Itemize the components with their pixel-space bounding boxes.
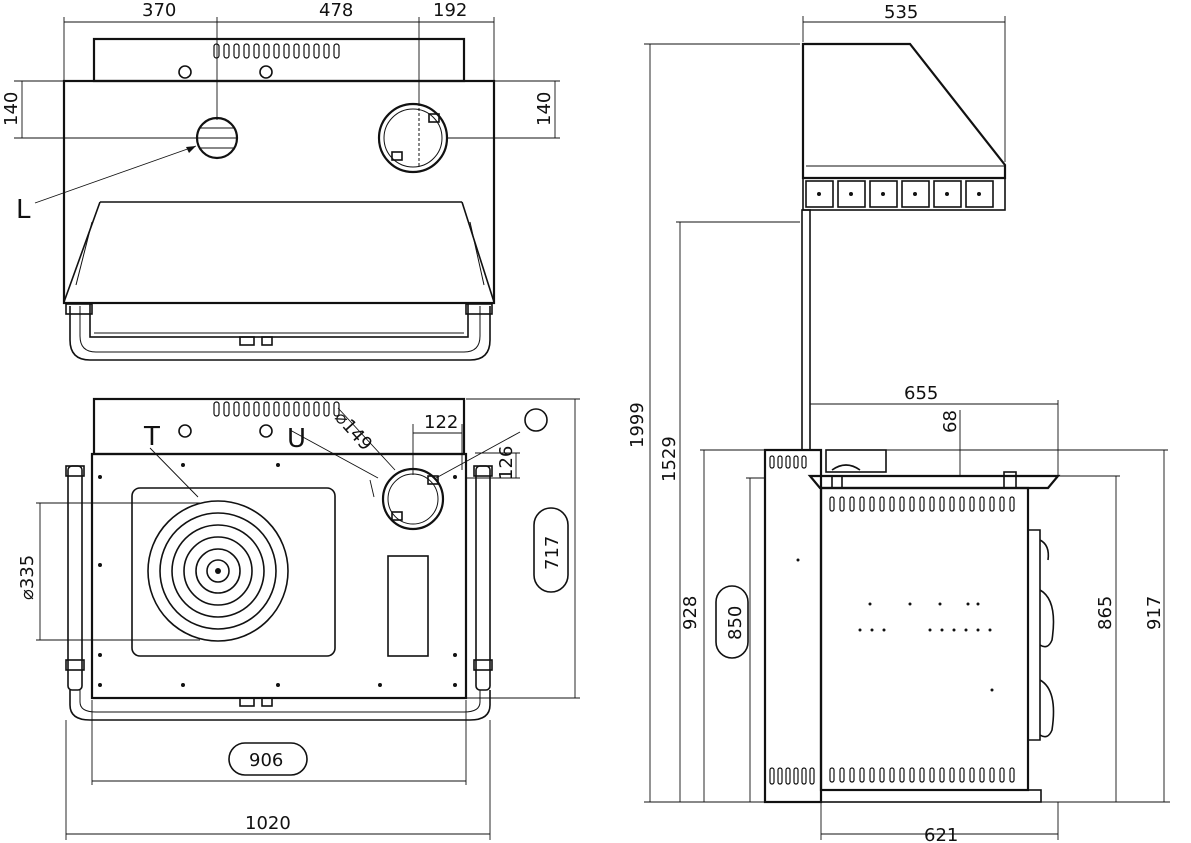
flue-outlet-right [377, 102, 449, 174]
rear-slots-top [769, 455, 815, 785]
badge-717 [533, 507, 569, 593]
side-cooktop-edge [807, 474, 1061, 490]
control-panel-slot [387, 555, 429, 657]
top-vent-slots [213, 43, 340, 59]
hood-filter-rack [802, 177, 1006, 211]
dim-149: ⌀149 [330, 407, 376, 455]
dim-655: 655 [904, 383, 938, 404]
dim-917: 917 [1144, 596, 1165, 630]
front-rail [65, 302, 493, 361]
body-dots [796, 558, 994, 692]
top-view: 370 478 192 140 140 L [1, 0, 560, 361]
dim-left-140: 140 [1, 92, 22, 126]
callout-u: U [287, 424, 306, 454]
callout-t: T [143, 422, 160, 452]
side-base [820, 789, 1042, 803]
hotplate-panel [131, 487, 336, 657]
dim-68: 68 [940, 410, 961, 433]
side-flue-box [825, 449, 887, 473]
dim-850: 850 [725, 606, 746, 640]
dim-906: 906 [249, 750, 283, 771]
dim-717: 717 [542, 536, 563, 570]
side-dimensions [644, 16, 1170, 840]
plan-view: ⌀335 ⌀149 122 126 717 906 1020 T U [17, 397, 580, 840]
dim-top-478: 478 [319, 0, 353, 21]
dim-126: 126 [496, 446, 517, 480]
plan-dimensions [36, 398, 580, 840]
top-dimensions [14, 17, 560, 204]
hood-filter-cells [805, 180, 994, 208]
callout-l: L [16, 195, 31, 225]
callout-o-circle [524, 408, 548, 432]
plan-dots [98, 463, 457, 687]
dim-right-140: 140 [534, 92, 555, 126]
side-view: 535 1999 1529 655 68 928 850 865 917 621 [627, 2, 1170, 843]
plan-cooktop [90, 452, 468, 700]
plan-flue-outlet [381, 467, 445, 531]
dim-1999: 1999 [627, 402, 648, 448]
dim-1529: 1529 [659, 436, 680, 482]
side-door-handles [1028, 529, 1055, 741]
dim-1020: 1020 [245, 813, 291, 834]
badge-850 [715, 585, 749, 659]
hotplate-rings [147, 500, 289, 642]
dim-top-192: 192 [433, 0, 467, 21]
dim-621: 621 [924, 825, 958, 843]
dim-335: ⌀335 [17, 555, 38, 600]
plan-vent-slots [213, 401, 340, 417]
side-rear-block [763, 448, 823, 804]
badge-906 [228, 742, 308, 776]
dim-top-370: 370 [142, 0, 176, 21]
side-hood [801, 42, 1007, 180]
side-main-body [819, 486, 1030, 792]
callout-o: O [530, 425, 531, 427]
dim-865: 865 [1095, 596, 1116, 630]
hood-support-pole [801, 209, 811, 451]
dim-928: 928 [680, 596, 701, 630]
dim-122: 122 [424, 412, 458, 433]
dim-535: 535 [884, 2, 918, 23]
flue-outlet-l [195, 116, 239, 160]
body-slots [829, 496, 1015, 783]
